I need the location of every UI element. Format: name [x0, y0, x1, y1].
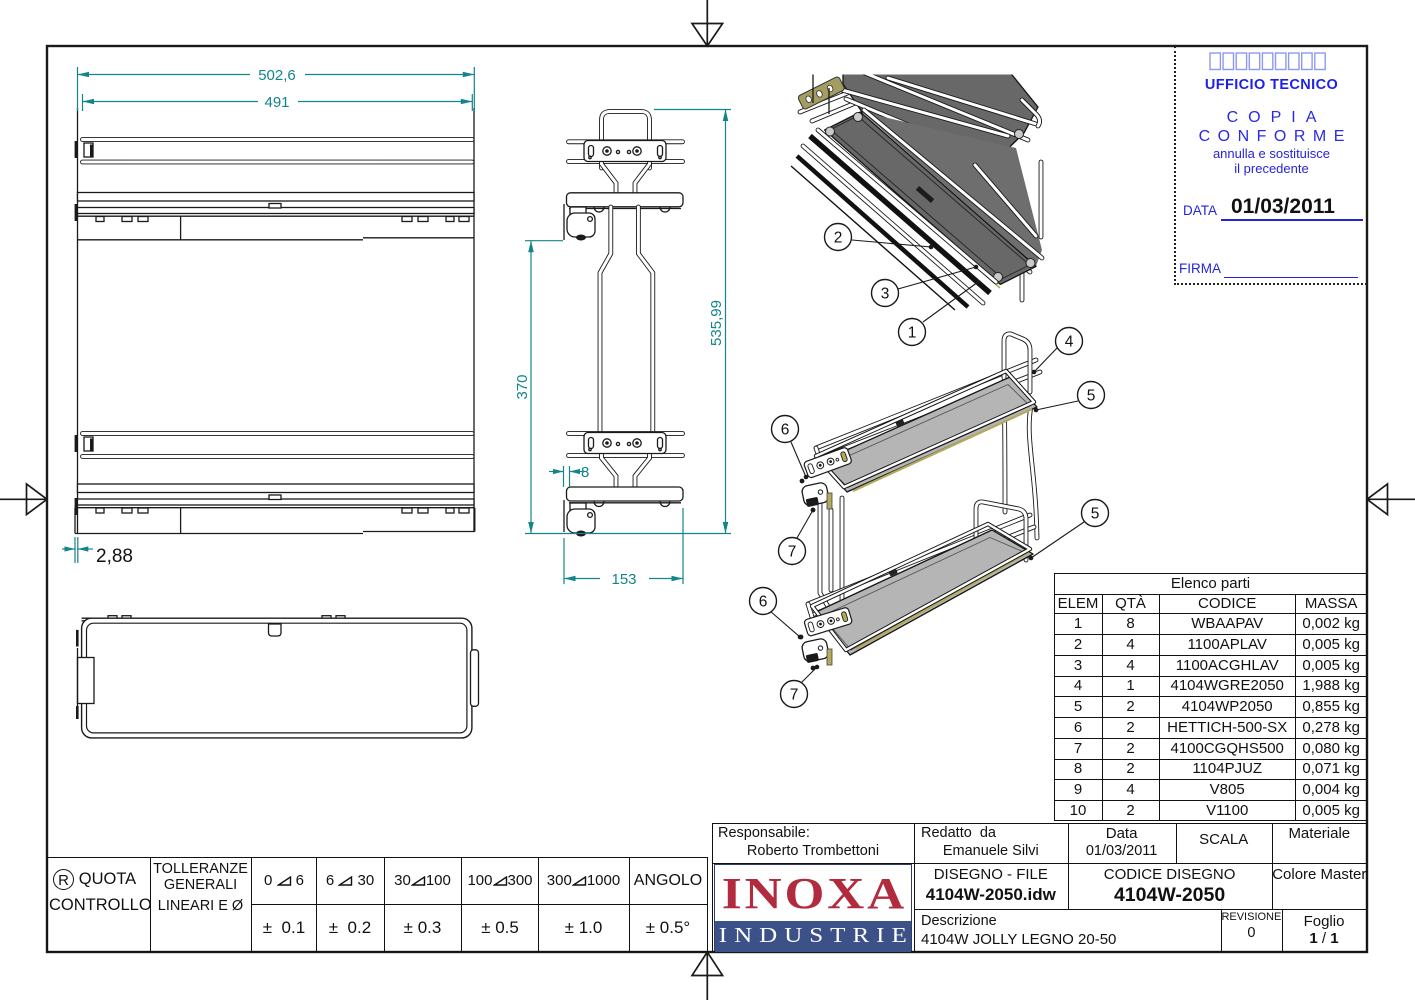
svg-text:370: 370 — [514, 374, 531, 399]
svg-text:7: 7 — [788, 544, 797, 561]
svg-text:3: 3 — [881, 286, 890, 303]
svg-text:502,6: 502,6 — [258, 67, 296, 84]
svg-text:153: 153 — [611, 571, 636, 588]
svg-text:535,99: 535,99 — [708, 300, 725, 346]
svg-text:4: 4 — [1065, 334, 1074, 351]
svg-text:1: 1 — [908, 325, 917, 342]
svg-text:6: 6 — [759, 594, 768, 611]
svg-text:7: 7 — [790, 687, 799, 704]
svg-text:8: 8 — [581, 464, 589, 481]
svg-text:491: 491 — [264, 94, 289, 111]
svg-text:2: 2 — [834, 230, 843, 247]
svg-text:6: 6 — [781, 422, 790, 439]
svg-text:5: 5 — [1091, 506, 1100, 523]
svg-text:5: 5 — [1087, 388, 1096, 405]
svg-text:2,88: 2,88 — [96, 546, 133, 567]
